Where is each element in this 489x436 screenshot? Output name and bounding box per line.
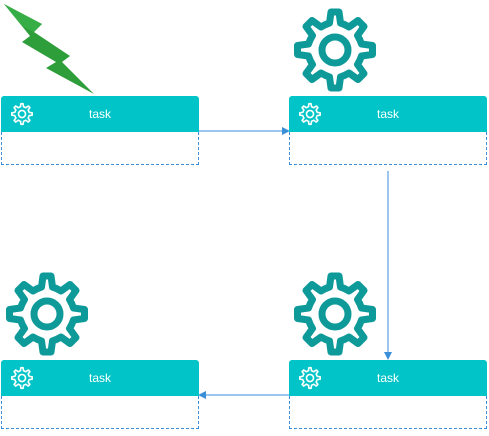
task-node[interactable]: task	[289, 360, 487, 429]
task-body	[289, 132, 487, 165]
task-body	[1, 396, 199, 429]
gear-icon	[287, 266, 383, 362]
task-label: task	[376, 107, 399, 121]
task-body	[1, 132, 199, 165]
task-header: task	[1, 360, 199, 396]
task-label: task	[88, 107, 111, 121]
gear-icon	[287, 2, 383, 98]
task-node[interactable]: task	[289, 96, 487, 165]
task-body	[289, 396, 487, 429]
task-node[interactable]: task	[1, 96, 199, 165]
task-header: task	[289, 360, 487, 396]
task-header: task	[289, 96, 487, 132]
lightning-bolt-icon	[4, 4, 94, 94]
task-label: task	[376, 371, 399, 385]
gear-icon	[0, 266, 95, 362]
task-label: task	[88, 371, 111, 385]
task-header: task	[1, 96, 199, 132]
task-node[interactable]: task	[1, 360, 199, 429]
